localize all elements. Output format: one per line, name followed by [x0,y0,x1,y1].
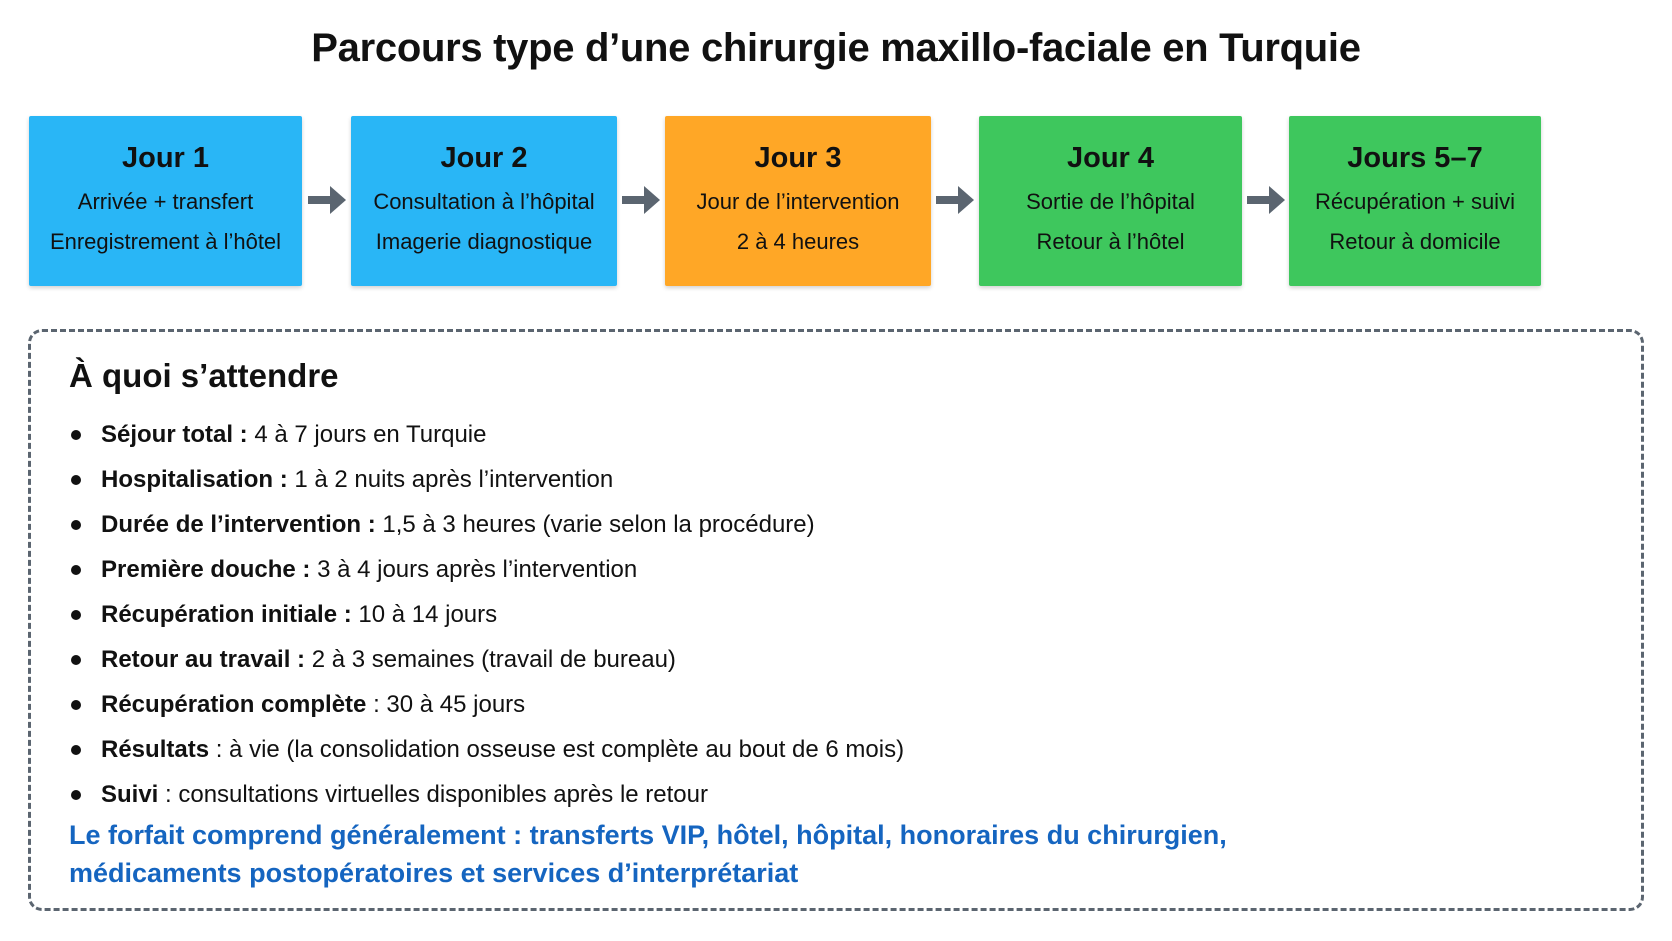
list-item: Suivi : consultations virtuelles disponi… [69,772,904,817]
item-text: : consultations virtuelles disponibles a… [158,781,708,808]
step-day-2: Jour 2 Consultation à l’hôpital Imagerie… [351,116,617,286]
list-item: Retour au travail : 2 à 3 semaines (trav… [69,637,904,682]
item-text: 3 à 4 jours après l’intervention [310,556,638,583]
step-line: Imagerie diagnostique [375,229,593,254]
arrow-right-icon [308,186,346,214]
step-day-3: Jour 3 Jour de l’intervention 2 à 4 heur… [665,116,931,286]
step-day-4: Jour 4 Sortie de l’hôpital Retour à l’hô… [979,116,1242,286]
list-item: Séjour total : 4 à 7 jours en Turquie [69,412,904,457]
list-item: Récupération complète : 30 à 45 jours [69,682,904,727]
item-label: Résultats [101,736,210,763]
step-title: Jour 2 [440,142,528,174]
bullet-icon [71,745,81,755]
step-line: Retour à domicile [1329,229,1501,254]
bullet-icon [71,655,81,665]
package-note: Le forfait comprend généralement : trans… [69,820,1227,888]
arrow-right-icon [1247,186,1285,214]
step-line: Consultation à l’hôpital [373,189,595,214]
step-line: 2 à 4 heures [736,229,860,254]
arrow-right-icon [936,186,974,214]
page-title: Parcours type d’une chirurgie maxillo-fa… [311,26,1361,70]
item-label: Séjour total : [101,421,248,448]
bullet-icon [71,430,81,440]
step-line: Sortie de l’hôpital [1026,189,1195,214]
step-day-1: Jour 1 Arrivée + transfert Enregistremen… [29,116,302,286]
item-text: : 30 à 45 jours [366,691,526,718]
list-item: Durée de l’intervention : 1,5 à 3 heures… [69,502,904,547]
step-line: Retour à l’hôtel [1036,229,1185,254]
step-title: Jours 5–7 [1347,142,1483,174]
timeline: Jour 1 Arrivée + transfert Enregistremen… [0,116,1672,288]
item-text: : à vie (la consolidation osseuse est co… [209,736,905,763]
step-line: Récupération + suivi [1315,189,1515,214]
item-label: Retour au travail : [101,646,306,673]
expectations-panel: À quoi s’attendre Séjour total : 4 à 7 j… [28,329,1644,911]
item-label: Récupération initiale : [101,601,352,628]
item-label: Durée de l’intervention : [101,511,376,538]
item-text: 10 à 14 jours [351,601,498,628]
item-label: Hospitalisation : [101,466,288,493]
list-item: Récupération initiale : 10 à 14 jours [69,592,904,637]
list-item: Première douche : 3 à 4 jours après l’in… [69,547,904,592]
item-text: 1,5 à 3 heures (varie selon la procédure… [375,511,815,538]
step-title: Jour 3 [754,142,842,174]
step-title: Jour 4 [1066,142,1155,174]
step-days-5-7: Jours 5–7 Récupération + suivi Retour à … [1289,116,1541,286]
step-title: Jour 1 [121,142,210,174]
bullet-icon [71,610,81,620]
step-line: Arrivée + transfert [77,189,254,214]
item-label: Suivi [101,781,159,808]
item-label: Récupération complète [101,691,367,718]
bullet-icon [71,565,81,575]
list-item: Hospitalisation : 1 à 2 nuits après l’in… [69,457,904,502]
item-text: 2 à 3 semaines (travail de bureau) [305,646,676,673]
expectations-list: Séjour total : 4 à 7 jours en Turquie Ho… [69,412,904,817]
list-item: Résultats : à vie (la consolidation osse… [69,727,904,772]
step-line: Enregistrement à l’hôtel [49,229,282,254]
expectations-title: À quoi s’attendre [69,357,339,394]
bullet-icon [71,700,81,710]
arrow-right-icon [622,186,660,214]
item-label: Première douche : [101,556,311,583]
step-line: Jour de l’intervention [696,189,900,214]
bullet-icon [71,520,81,530]
bullet-icon [71,790,81,800]
item-text: 1 à 2 nuits après l’intervention [287,466,614,493]
item-text: 4 à 7 jours en Turquie [247,421,487,448]
bullet-icon [71,475,81,485]
